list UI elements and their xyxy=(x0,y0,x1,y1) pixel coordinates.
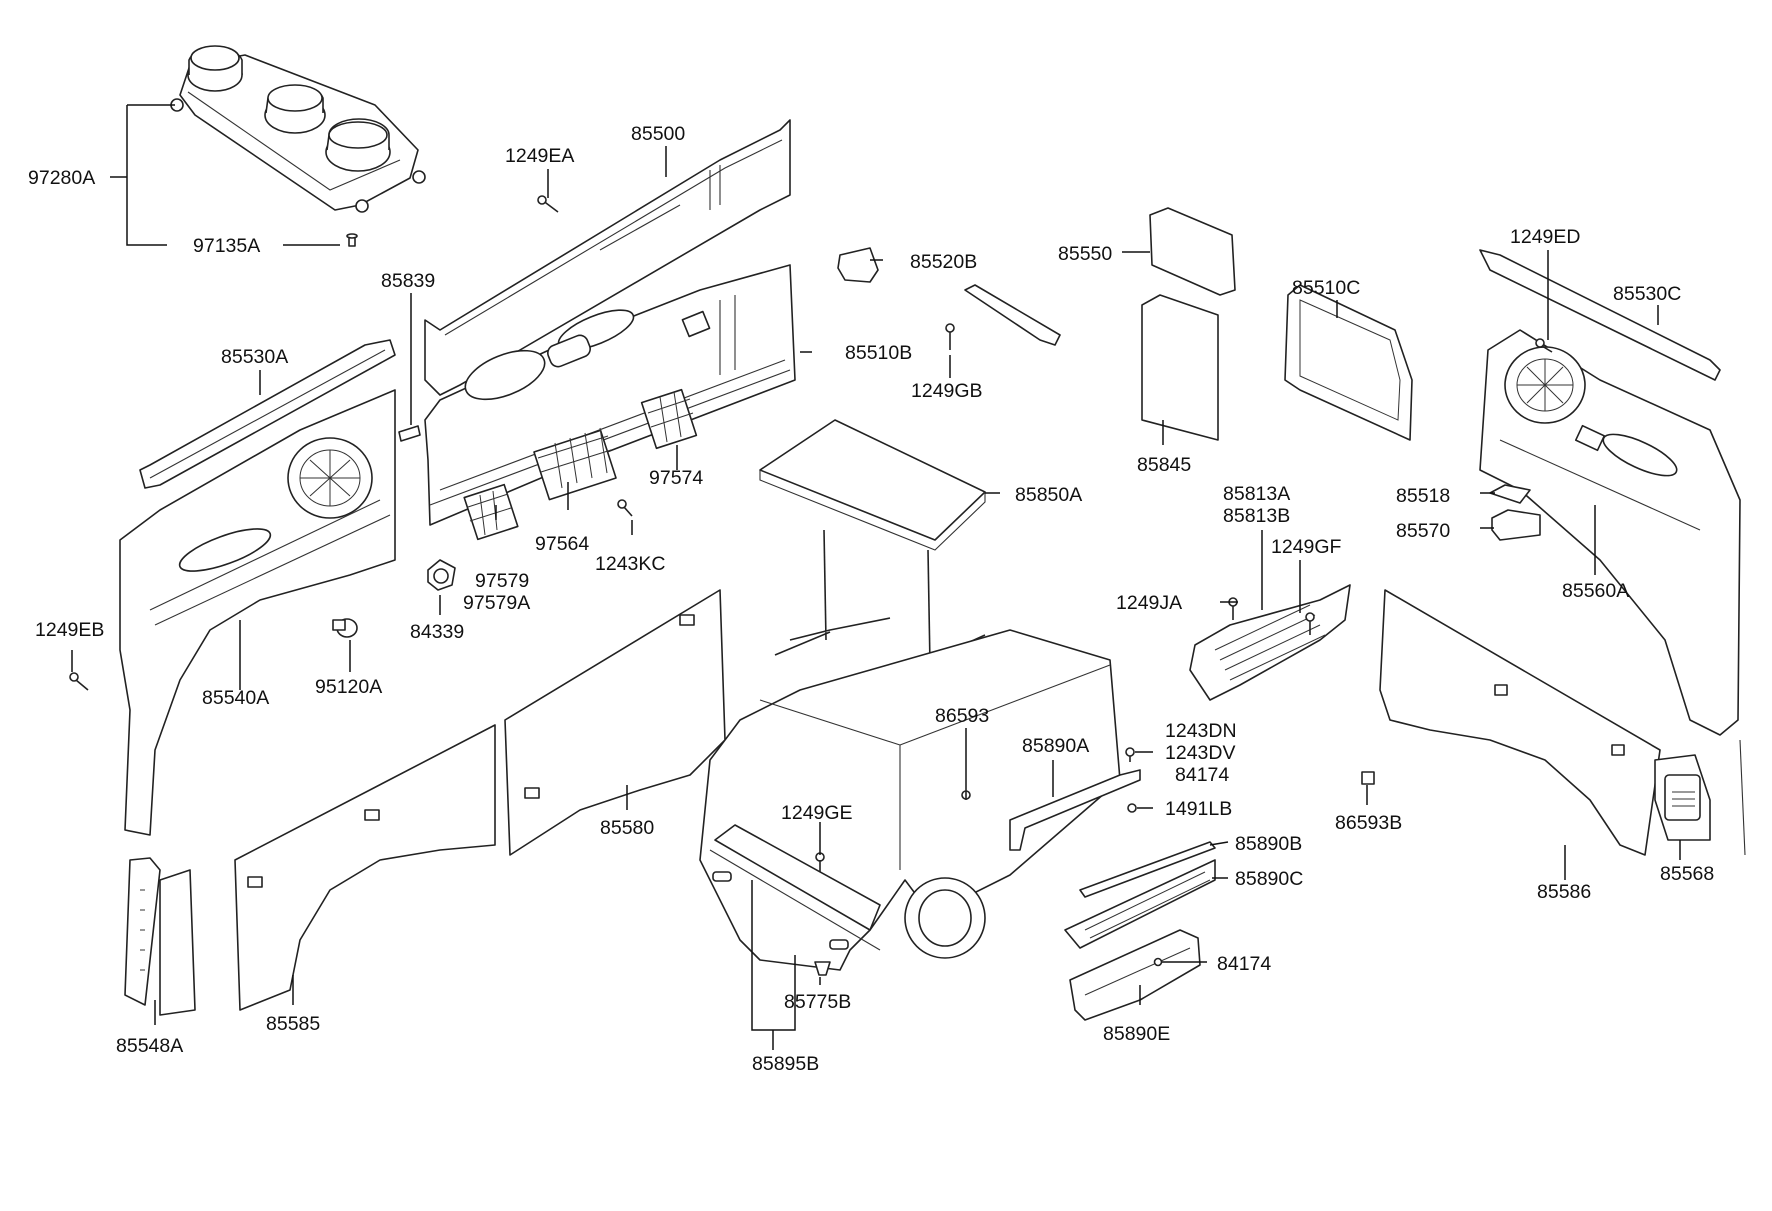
label-84174-b: 84174 xyxy=(1217,953,1271,975)
clip-1491lb-part xyxy=(1127,803,1137,813)
label-1243kc: 1243KC xyxy=(595,553,665,575)
screw-1249eb-part xyxy=(69,672,89,691)
label-85839: 85839 xyxy=(381,270,435,292)
van-body-part xyxy=(699,629,1121,971)
screw-1243kc-part xyxy=(617,499,633,517)
panel-85580-part xyxy=(504,589,726,856)
label-85548a: 85548A xyxy=(116,1035,183,1057)
table-85850a-part xyxy=(759,419,986,691)
clip-84339-part xyxy=(427,559,456,591)
glass-85510c-part xyxy=(1284,284,1413,441)
label-85890e: 85890E xyxy=(1103,1023,1170,1045)
label-85550: 85550 xyxy=(1058,243,1112,265)
leader-lines xyxy=(71,104,1681,1050)
label-85560a: 85560A xyxy=(1562,580,1629,602)
label-85890a: 85890A xyxy=(1022,735,1089,757)
clip-85839-part xyxy=(398,425,421,442)
label-1249ge: 1249GE xyxy=(781,802,853,824)
label-85845: 85845 xyxy=(1137,454,1191,476)
trim-85500-part xyxy=(424,119,791,396)
label-1243dn: 1243DN xyxy=(1165,720,1237,742)
side-panel-85540a-part xyxy=(119,389,396,836)
trim-85530a-part xyxy=(139,339,396,489)
label-1249gb: 1249GB xyxy=(911,380,983,402)
button-95120a-part xyxy=(332,618,358,638)
label-97574: 97574 xyxy=(649,467,703,489)
clip-85520b-part xyxy=(837,247,879,283)
label-1243dv: 1243DV xyxy=(1165,742,1235,764)
label-85510c: 85510C xyxy=(1292,277,1360,299)
label-85895b: 85895B xyxy=(752,1053,819,1075)
rail-85890a-part xyxy=(1009,769,1141,851)
screw-1249ea-part xyxy=(537,195,559,213)
label-85530a: 85530A xyxy=(221,346,288,368)
label-97280a: 97280A xyxy=(28,167,95,189)
label-84174-a: 84174 xyxy=(1175,764,1229,786)
screw-86593-part xyxy=(961,770,971,800)
label-85890c: 85890C xyxy=(1235,868,1303,890)
label-86593b: 86593B xyxy=(1335,812,1402,834)
side-panel-85510b-part xyxy=(424,264,796,541)
label-85520b: 85520B xyxy=(910,251,977,273)
label-1249ed: 1249ED xyxy=(1510,226,1580,248)
label-84339: 84339 xyxy=(410,621,464,643)
step-85890c-part xyxy=(1064,859,1216,949)
part-labels: 97280A 97135A 1249EA 85500 85839 85530A … xyxy=(28,123,1714,1075)
label-85775b: 85775B xyxy=(784,991,851,1013)
label-85500: 85500 xyxy=(631,123,685,145)
label-85813b: 85813B xyxy=(1223,505,1290,527)
label-85580: 85580 xyxy=(600,817,654,839)
screw-1249gb-part xyxy=(945,323,955,350)
bracket-part xyxy=(964,284,1061,346)
screw-97135a-part xyxy=(346,233,358,247)
label-1249eb: 1249EB xyxy=(35,619,104,641)
side-panel-85560a-part xyxy=(1479,329,1741,736)
label-97564: 97564 xyxy=(535,533,589,555)
label-1249ja: 1249JA xyxy=(1116,592,1182,614)
label-97135a: 97135A xyxy=(193,235,260,257)
panel-85585-part xyxy=(234,724,496,1011)
label-97579a: 97579A xyxy=(463,592,530,614)
step-tray-85813-part xyxy=(1189,584,1351,701)
screw-1243dn-part xyxy=(1125,747,1135,762)
step-85890e-part xyxy=(1069,929,1201,1021)
label-1491lb: 1491LB xyxy=(1165,798,1232,820)
label-1249gf: 1249GF xyxy=(1271,536,1342,558)
label-85530c: 85530C xyxy=(1613,283,1681,305)
panel-85548a-part xyxy=(124,857,196,1016)
clip-85775b-part xyxy=(814,961,831,976)
label-85570: 85570 xyxy=(1396,520,1450,542)
label-85510b: 85510B xyxy=(845,342,912,364)
trim-85530c-part xyxy=(1479,249,1721,381)
label-85890b: 85890B xyxy=(1235,833,1302,855)
panel-85845-part xyxy=(1141,294,1219,441)
label-86593: 86593 xyxy=(935,705,989,727)
label-97579: 97579 xyxy=(475,570,529,592)
panel-85550-part xyxy=(1149,207,1236,296)
screw-1249gf-part xyxy=(1305,612,1315,635)
clip-86593b-part xyxy=(1361,771,1375,785)
panel-85586-part xyxy=(1379,589,1661,856)
pad-85518-part xyxy=(1489,484,1531,504)
strip-85890b-part xyxy=(1079,841,1216,898)
label-85568: 85568 xyxy=(1660,863,1714,885)
panel-85568-part xyxy=(1654,739,1746,856)
label-85813a: 85813A xyxy=(1223,483,1290,505)
overhead-console-part xyxy=(170,45,426,213)
label-85540a: 85540A xyxy=(202,687,269,709)
label-85850a: 85850A xyxy=(1015,484,1082,506)
screw-84174-part xyxy=(1153,957,1163,967)
label-85585: 85585 xyxy=(266,1013,320,1035)
label-95120a: 95120A xyxy=(315,676,382,698)
clip-85570-part xyxy=(1491,509,1541,541)
label-85586: 85586 xyxy=(1537,881,1591,903)
label-85518: 85518 xyxy=(1396,485,1450,507)
label-1249ea: 1249EA xyxy=(505,145,574,167)
screw-1249ed-part xyxy=(1535,338,1553,353)
